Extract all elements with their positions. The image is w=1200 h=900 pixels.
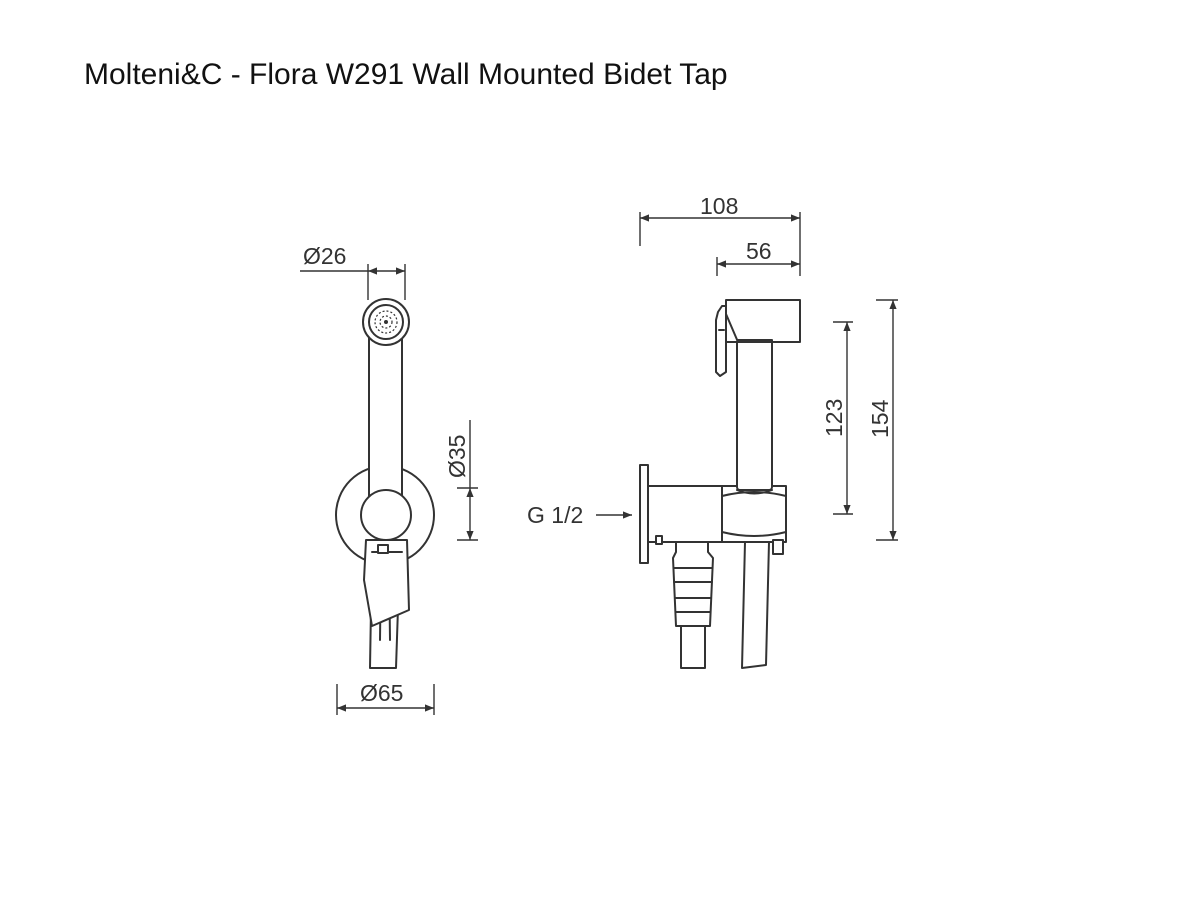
page-title: Molteni&C - Flora W291 Wall Mounted Bide… [84, 58, 728, 91]
handset-body-side [736, 339, 773, 491]
dim-handset-height: 123 [821, 321, 853, 515]
hose-connector [672, 541, 714, 627]
handset-lever [715, 305, 727, 377]
dim-total-height-label: 154 [867, 399, 893, 438]
thread-label: G 1/2 [527, 502, 583, 528]
side-view: 108 56 123 154 G 1/2 [527, 193, 898, 669]
handset-hose [741, 541, 770, 669]
dim-total-depth-label: 108 [700, 193, 738, 219]
dim-rosette-diameter: Ø65 [336, 680, 435, 715]
dim-head-diameter: Ø26 [300, 243, 406, 300]
dim-handset-depth: 56 [716, 238, 800, 276]
valve-lever [363, 539, 410, 627]
dim-total-height: 154 [867, 299, 898, 541]
hose-side [680, 625, 706, 669]
valve-body [360, 489, 412, 541]
dim-total-depth: 108 [639, 193, 801, 276]
valve-body-side [647, 485, 787, 543]
dim-body-diameter-label: Ø35 [444, 435, 470, 478]
handset-body [368, 325, 403, 517]
thread-callout: G 1/2 [527, 502, 632, 528]
dim-handset-depth-label: 56 [746, 238, 772, 264]
dim-head-diameter-label: Ø26 [303, 243, 346, 269]
dim-handset-height-label: 123 [821, 399, 847, 437]
dim-rosette-diameter-label: Ø65 [360, 680, 403, 706]
wall-plate [639, 464, 649, 564]
dim-body-diameter: Ø35 [444, 420, 478, 541]
spray-head-side [725, 299, 801, 343]
front-view: Ø26 Ø35 Ø65 [300, 243, 478, 715]
